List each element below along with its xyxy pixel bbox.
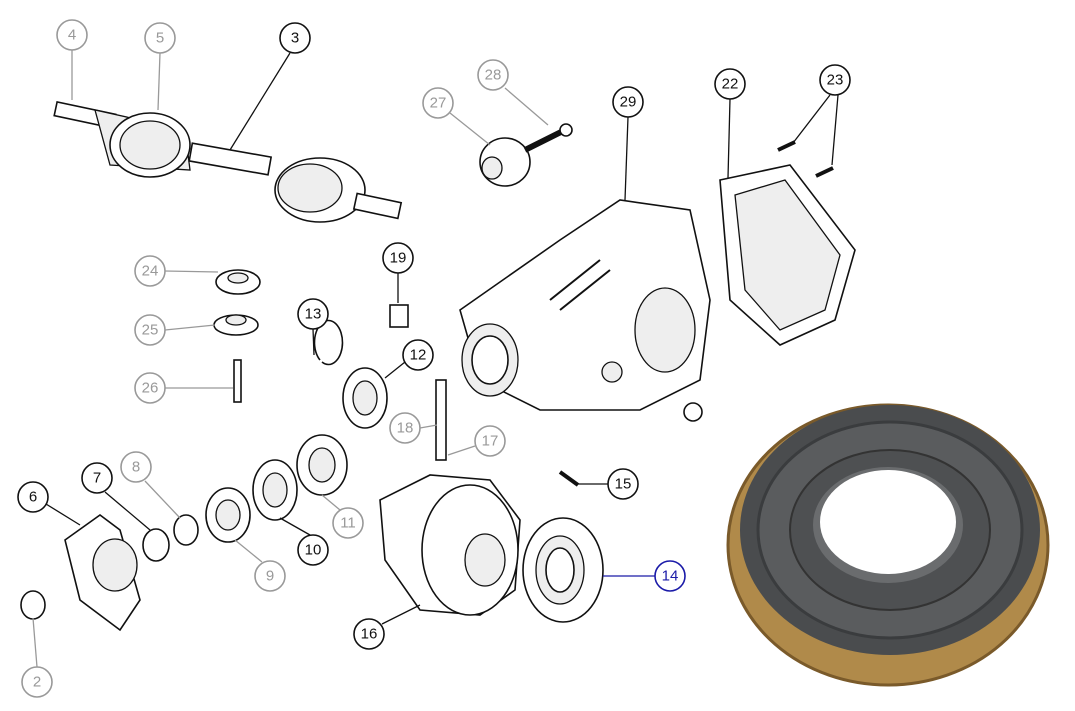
svg-text:10: 10	[305, 542, 322, 559]
callout-28: 28	[477, 59, 509, 91]
callout-14: 14	[654, 560, 686, 592]
callout-19: 19	[382, 242, 414, 274]
svg-text:13: 13	[305, 306, 322, 323]
svg-text:11: 11	[340, 515, 356, 532]
svg-text:14: 14	[662, 568, 679, 585]
svg-text:23: 23	[827, 72, 844, 89]
callout-17: 17	[474, 425, 506, 457]
differential-case-part	[379, 470, 580, 616]
svg-text:3: 3	[291, 30, 299, 47]
callout-13: 13	[297, 298, 329, 330]
callout-11: 11	[332, 507, 364, 539]
callout-15: 15	[607, 468, 639, 500]
svg-text:6: 6	[29, 489, 37, 506]
callout-12: 12	[402, 339, 434, 371]
side-bearing-part	[522, 517, 604, 623]
svg-text:22: 22	[722, 76, 739, 93]
callout-24: 24	[134, 255, 166, 287]
svg-text:16: 16	[361, 626, 378, 643]
svg-text:2: 2	[33, 674, 41, 691]
svg-text:26: 26	[142, 380, 159, 397]
oil-seal-photo	[726, 403, 1050, 687]
callout-10: 10	[297, 534, 329, 566]
differential-cover-part	[719, 140, 856, 346]
svg-text:9: 9	[266, 568, 274, 585]
callout-4: 4	[56, 19, 88, 51]
svg-text:24: 24	[142, 263, 159, 280]
callout-18: 18	[389, 412, 421, 444]
svg-text:4: 4	[68, 27, 76, 44]
callout-5: 5	[144, 22, 176, 54]
callout-8: 8	[120, 451, 152, 483]
callout-9: 9	[254, 560, 286, 592]
callout-23: 23	[819, 64, 851, 96]
svg-text:29: 29	[620, 94, 637, 111]
callout-2: 2	[21, 666, 53, 698]
callout-25: 25	[134, 314, 166, 346]
svg-text:12: 12	[410, 347, 427, 364]
callout-26: 26	[134, 372, 166, 404]
callout-6: 6	[17, 481, 49, 513]
svg-text:5: 5	[156, 30, 164, 47]
pinion-flange-part	[20, 514, 141, 632]
svg-text:7: 7	[93, 470, 101, 487]
callout-29: 29	[612, 86, 644, 118]
callout-27: 27	[422, 87, 454, 119]
svg-text:27: 27	[430, 95, 447, 112]
bushing-part	[479, 123, 573, 187]
svg-text:25: 25	[142, 322, 159, 339]
callout-16: 16	[353, 618, 385, 650]
callout-22: 22	[714, 68, 746, 100]
axle-shaft-part	[53, 100, 403, 223]
small-hardware-parts	[213, 269, 409, 403]
svg-text:19: 19	[390, 250, 407, 267]
callout-3: 3	[279, 22, 311, 54]
svg-text:15: 15	[615, 476, 632, 493]
svg-text:28: 28	[485, 67, 502, 84]
leader-lines	[32, 50, 839, 668]
differential-housing-part	[459, 199, 711, 422]
svg-text:17: 17	[482, 433, 499, 450]
bearing-parts	[142, 367, 447, 562]
callout-7: 7	[81, 462, 113, 494]
svg-text:8: 8	[132, 459, 140, 476]
svg-text:18: 18	[397, 420, 414, 437]
